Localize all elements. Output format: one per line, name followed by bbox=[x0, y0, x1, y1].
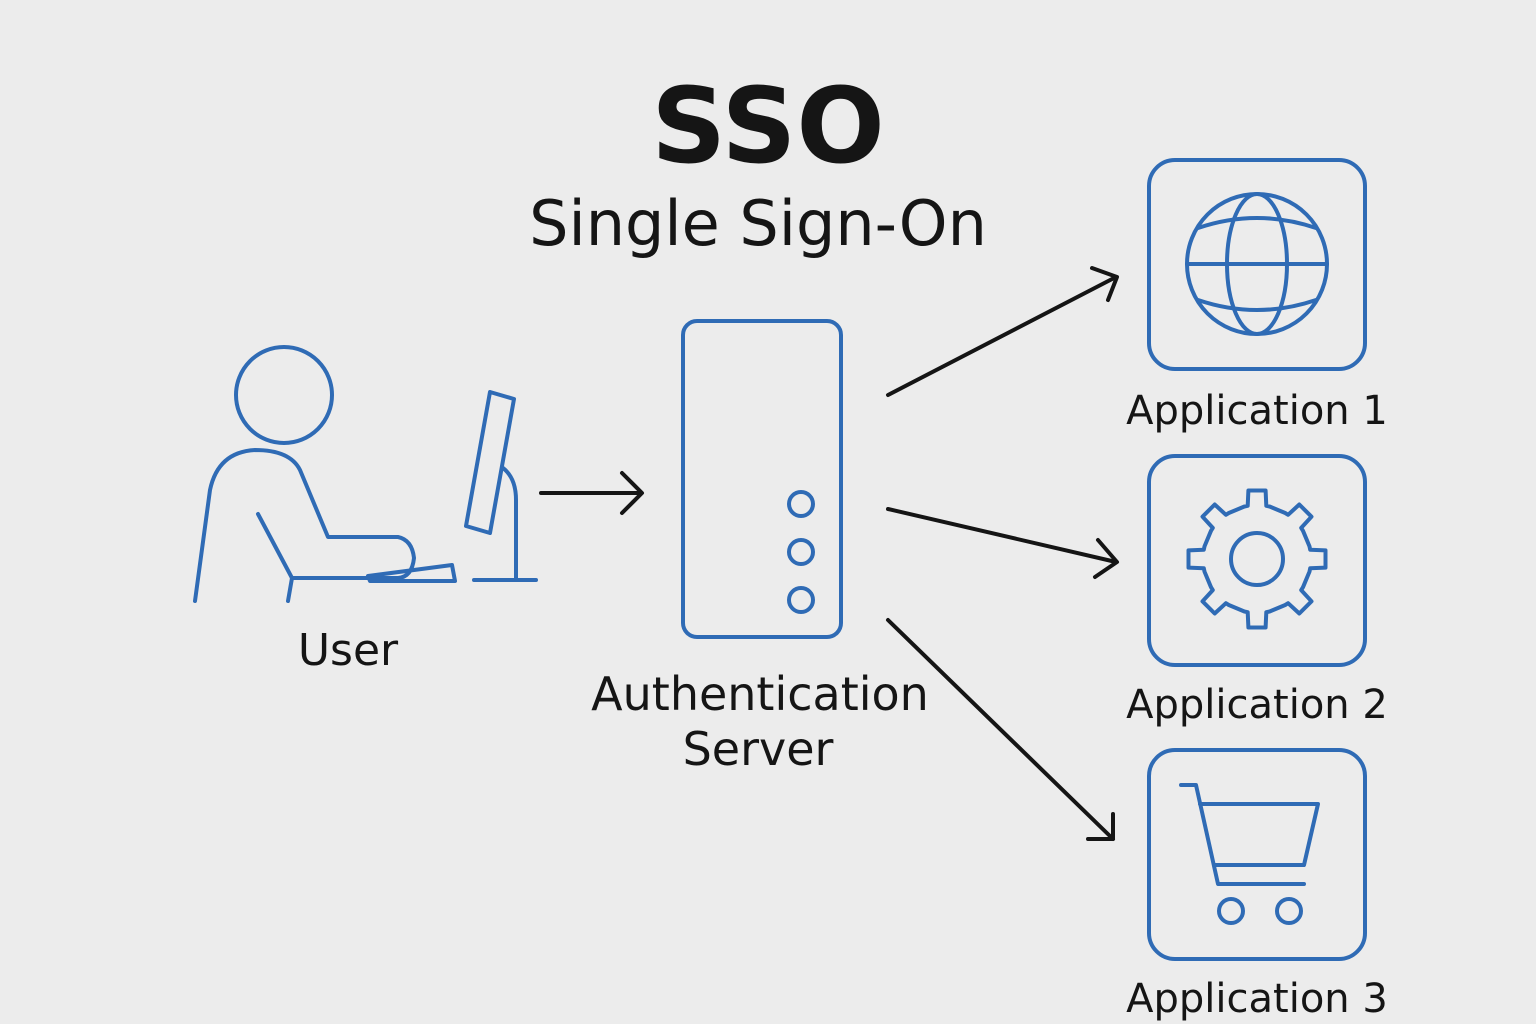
gear-icon bbox=[1186, 488, 1328, 630]
globe-icon bbox=[1185, 192, 1329, 336]
app-3-label: Application 3 bbox=[1126, 976, 1388, 1022]
server-label-line2: Server bbox=[683, 722, 834, 776]
shopping-cart-icon bbox=[1179, 783, 1320, 925]
monitor-screen bbox=[464, 390, 516, 535]
server-icon bbox=[681, 319, 843, 639]
diagram-subtitle: Single Sign-On bbox=[529, 187, 987, 260]
arrow-server-to-app2 bbox=[886, 507, 1119, 579]
arrow-server-to-app1 bbox=[886, 266, 1119, 397]
app-2-label: Application 2 bbox=[1126, 682, 1388, 728]
app-1-label: Application 1 bbox=[1126, 388, 1388, 434]
server-case bbox=[681, 319, 843, 639]
flow-arrows bbox=[539, 266, 1119, 841]
app-2-frame bbox=[1147, 454, 1367, 667]
app-1-tile bbox=[1147, 158, 1367, 371]
keyboard bbox=[366, 563, 457, 583]
user-label: User bbox=[298, 625, 399, 676]
user-body bbox=[193, 448, 416, 603]
server-label-line1: Authentication bbox=[591, 667, 929, 721]
app-3-tile bbox=[1147, 748, 1367, 961]
app-1-frame bbox=[1147, 158, 1367, 371]
server-light-2 bbox=[787, 538, 815, 566]
server-light-3 bbox=[787, 586, 815, 614]
server-light-1 bbox=[787, 490, 815, 518]
user-at-computer-icon bbox=[193, 345, 538, 603]
monitor-stand bbox=[501, 466, 518, 582]
user-back-leg bbox=[286, 576, 294, 603]
app-3-frame bbox=[1147, 748, 1367, 961]
arrow-server-to-app3 bbox=[886, 618, 1115, 841]
app-2-tile bbox=[1147, 454, 1367, 667]
user-head bbox=[234, 345, 334, 445]
arrow-user-to-server bbox=[539, 471, 644, 515]
diagram-title: SSO bbox=[651, 65, 885, 187]
